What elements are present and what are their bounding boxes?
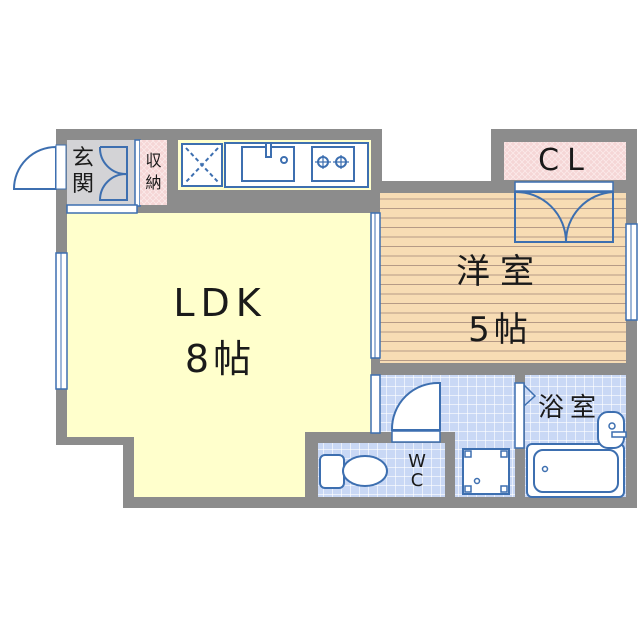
western-floor [380,193,626,363]
storage-floor [140,140,167,205]
ldk-size: 8帖 [184,337,256,381]
shoe-cabinet-door [98,146,128,201]
western-label: 洋室 [456,252,544,292]
entrance-label: 玄 関 [71,146,94,197]
storage-label: 収 納 [145,151,162,192]
wc-door-swing [390,381,441,431]
closet-label: CL [538,143,592,178]
bath-label: 浴室 [537,393,602,423]
closet-floor [504,142,626,180]
ldk-label: LDK [173,281,267,325]
entrance-door-swing [12,145,57,190]
ldk-floor [67,213,371,497]
western-size: 5帖 [468,310,532,350]
toilet-icon [319,454,388,489]
wash-basin-icon [597,411,625,449]
wc-label: W C [408,451,426,491]
entrance-floor [67,140,137,205]
